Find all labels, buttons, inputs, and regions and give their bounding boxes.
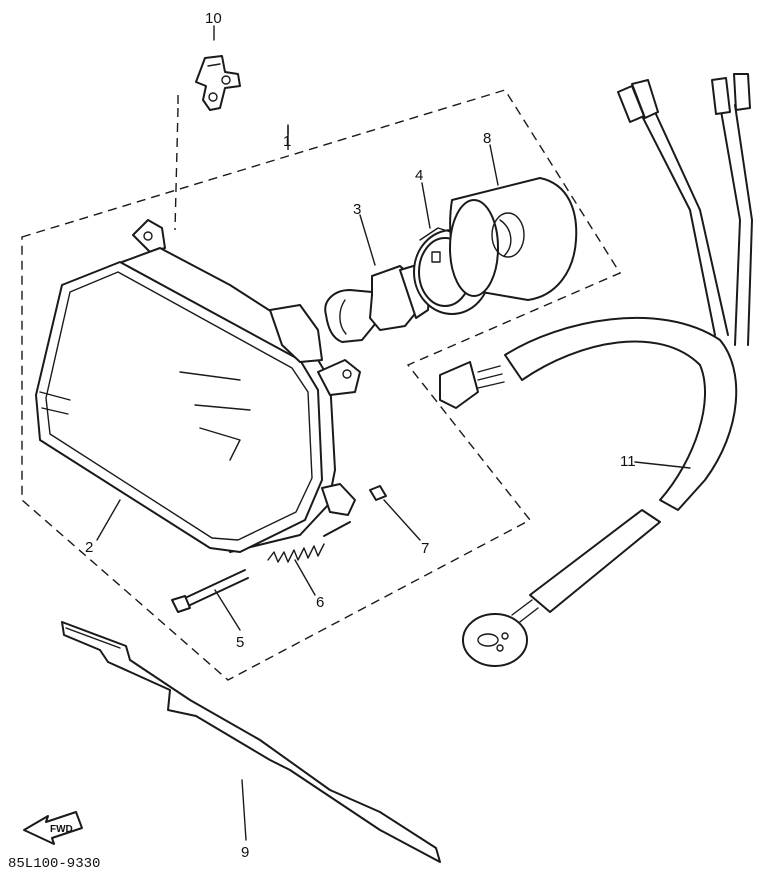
fwd-arrow-text: FWD xyxy=(50,824,73,835)
diagram-code: 85L100-9330 xyxy=(8,856,100,872)
part-6-spring xyxy=(267,521,351,563)
fwd-arrow: FWD xyxy=(23,811,83,845)
label-part-9: 9 xyxy=(241,844,249,861)
part-10-bracket xyxy=(195,55,241,111)
label-part-10: 10 xyxy=(205,10,222,27)
label-part-1: 1 xyxy=(283,133,291,150)
label-part-5: 5 xyxy=(236,634,244,651)
part-5-screw xyxy=(171,569,249,613)
part-9-bracket-bar xyxy=(61,621,441,863)
part-3-bulb xyxy=(324,263,435,343)
label-part-6: 6 xyxy=(316,594,324,611)
part-11-wiring-harness xyxy=(439,73,753,667)
label-part-8: 8 xyxy=(483,130,491,147)
label-part-3: 3 xyxy=(353,201,361,218)
part-8-boot-cover xyxy=(449,177,578,301)
label-part-2: 2 xyxy=(85,539,93,556)
part-7-clip xyxy=(369,485,387,501)
label-part-11: 11 xyxy=(620,453,636,470)
label-part-7: 7 xyxy=(421,540,429,557)
leader-lines xyxy=(96,25,691,841)
part-2-headlight-unit xyxy=(35,219,361,553)
label-part-4: 4 xyxy=(415,167,423,184)
